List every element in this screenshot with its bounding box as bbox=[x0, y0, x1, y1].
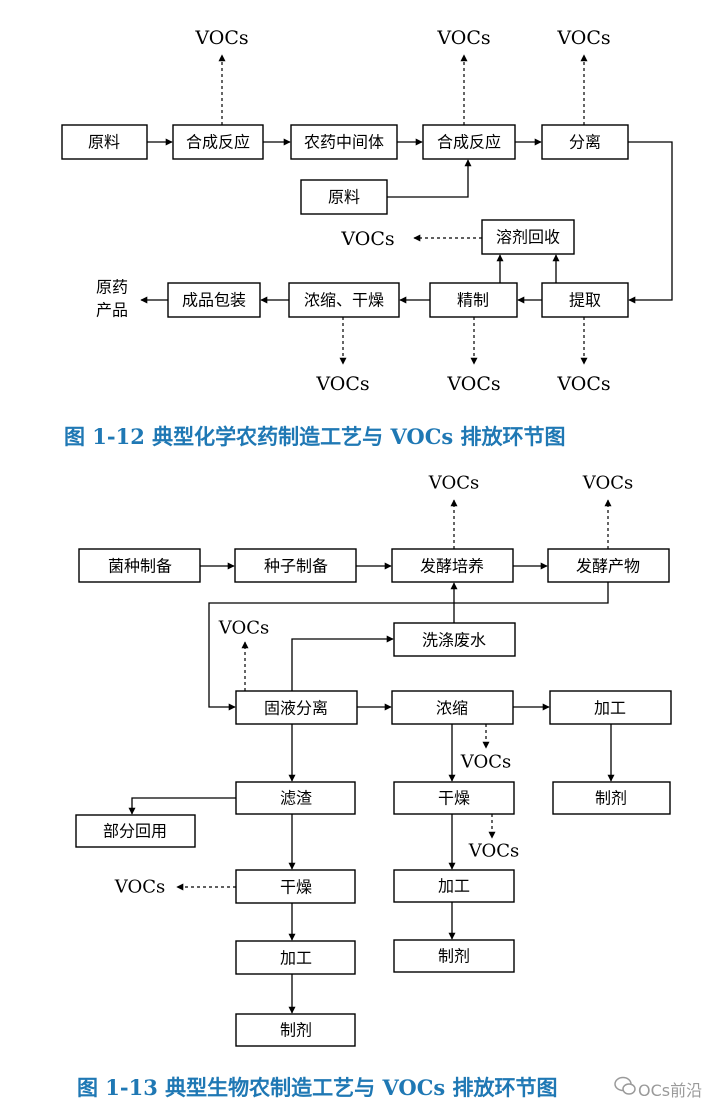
voc-label: VOCs bbox=[218, 618, 269, 639]
figure-1-13-caption: 图 1-13 典型生物农制造工艺与 VOCs 排放环节图 bbox=[77, 1075, 558, 1100]
fermentation-product-box bbox=[547, 548, 670, 583]
flow-arrow bbox=[128, 797, 236, 815]
raw-material-label: 原料 bbox=[88, 133, 120, 152]
raw-material-box bbox=[61, 124, 148, 160]
flow-arrow bbox=[291, 635, 394, 691]
raw-material-label-2: 原料 bbox=[328, 188, 360, 207]
formulation-box bbox=[552, 781, 671, 815]
strain-prep-box bbox=[78, 548, 201, 583]
voc-label: VOCs bbox=[556, 373, 610, 395]
concentrate-label: 浓缩 bbox=[436, 699, 468, 718]
product-label-line1: 原药 bbox=[96, 278, 128, 297]
filter-residue-box bbox=[235, 781, 356, 815]
process-label-2: 加工 bbox=[438, 877, 470, 896]
pesticide-intermediate-box bbox=[290, 124, 398, 160]
flow-arrow bbox=[628, 141, 673, 304]
dry-box bbox=[235, 869, 356, 904]
wash-water-box bbox=[393, 622, 516, 657]
formulation-box-3 bbox=[235, 1013, 356, 1047]
voc-label: VOCs bbox=[114, 877, 165, 898]
solvent-recovery-label: 溶剂回收 bbox=[496, 228, 560, 247]
voc-label: VOCs bbox=[194, 27, 248, 49]
concentrate-dry-label: 浓缩、干燥 bbox=[304, 291, 384, 310]
dry-label-2: 干燥 bbox=[438, 789, 470, 808]
flow-arrow bbox=[387, 159, 472, 198]
voc-label: VOCs bbox=[428, 473, 479, 494]
figure-1-12-caption: 图 1-12 典型化学农药制造工艺与 VOCs 排放环节图 bbox=[64, 424, 566, 449]
extraction-label: 提取 bbox=[569, 291, 601, 310]
voc-label: VOCs bbox=[436, 27, 490, 49]
synthesis-reaction-box-1 bbox=[172, 124, 264, 160]
process-box-3 bbox=[235, 940, 356, 975]
dry-box-2 bbox=[393, 781, 515, 815]
seed-prep-box bbox=[234, 548, 357, 583]
refining-label: 精制 bbox=[457, 291, 489, 310]
filter-residue-label: 滤渣 bbox=[280, 789, 312, 808]
separation-box bbox=[541, 124, 629, 160]
wechat-icon bbox=[614, 1076, 636, 1095]
flow-arrow bbox=[208, 582, 609, 711]
packaging-label: 成品包装 bbox=[182, 291, 246, 310]
synthesis-reaction-label-1: 合成反应 bbox=[186, 133, 250, 152]
packaging-box bbox=[167, 282, 261, 318]
process-box-2 bbox=[393, 869, 515, 903]
solvent-recovery-box bbox=[481, 219, 575, 255]
formulation-label: 制剂 bbox=[595, 789, 627, 808]
separation-label: 分离 bbox=[569, 133, 601, 152]
raw-material-box-2 bbox=[300, 179, 388, 215]
product-label-line2: 产品 bbox=[96, 301, 128, 320]
fermentation-culture-label: 发酵培养 bbox=[420, 557, 484, 576]
voc-label: VOCs bbox=[582, 473, 633, 494]
voc-label: VOCs bbox=[556, 27, 610, 49]
concentrate-dry-box bbox=[288, 282, 400, 318]
voc-label: VOCs bbox=[315, 373, 369, 395]
partial-reuse-box bbox=[75, 814, 196, 848]
voc-label: VOCs bbox=[468, 841, 519, 862]
voc-label: VOCs bbox=[446, 373, 500, 395]
dry-label: 干燥 bbox=[280, 878, 312, 897]
figure-1-12: 原料 合成反应 农药中间体 合成反应 分离 原料 溶剂回收 提取 精制 浓缩、干… bbox=[61, 27, 673, 395]
concentrate-box bbox=[391, 690, 514, 725]
solid-liquid-separation-label: 固液分离 bbox=[264, 699, 328, 718]
process-label: 加工 bbox=[594, 699, 626, 718]
fermentation-product-label: 发酵产物 bbox=[576, 557, 640, 576]
formulation-box-2 bbox=[393, 939, 515, 973]
figure-1-13: 菌种制备 种子制备 发酵培养 发酵产物 洗涤废水 固液分离 浓缩 加工 制剂 滤… bbox=[75, 473, 672, 1047]
process-label-3: 加工 bbox=[280, 949, 312, 968]
wash-water-label: 洗涤废水 bbox=[422, 631, 486, 650]
formulation-label-3: 制剂 bbox=[280, 1021, 312, 1040]
voc-label: VOCs bbox=[340, 228, 394, 250]
partial-reuse-label: 部分回用 bbox=[103, 822, 167, 841]
synthesis-reaction-label-2: 合成反应 bbox=[437, 133, 501, 152]
seed-prep-label: 种子制备 bbox=[264, 557, 328, 576]
pesticide-intermediate-label: 农药中间体 bbox=[304, 133, 384, 152]
voc-label: VOCs bbox=[460, 752, 511, 773]
formulation-label-2: 制剂 bbox=[438, 947, 470, 966]
strain-prep-label: 菌种制备 bbox=[108, 557, 172, 576]
watermark-text: OCs前沿 bbox=[638, 1081, 703, 1100]
